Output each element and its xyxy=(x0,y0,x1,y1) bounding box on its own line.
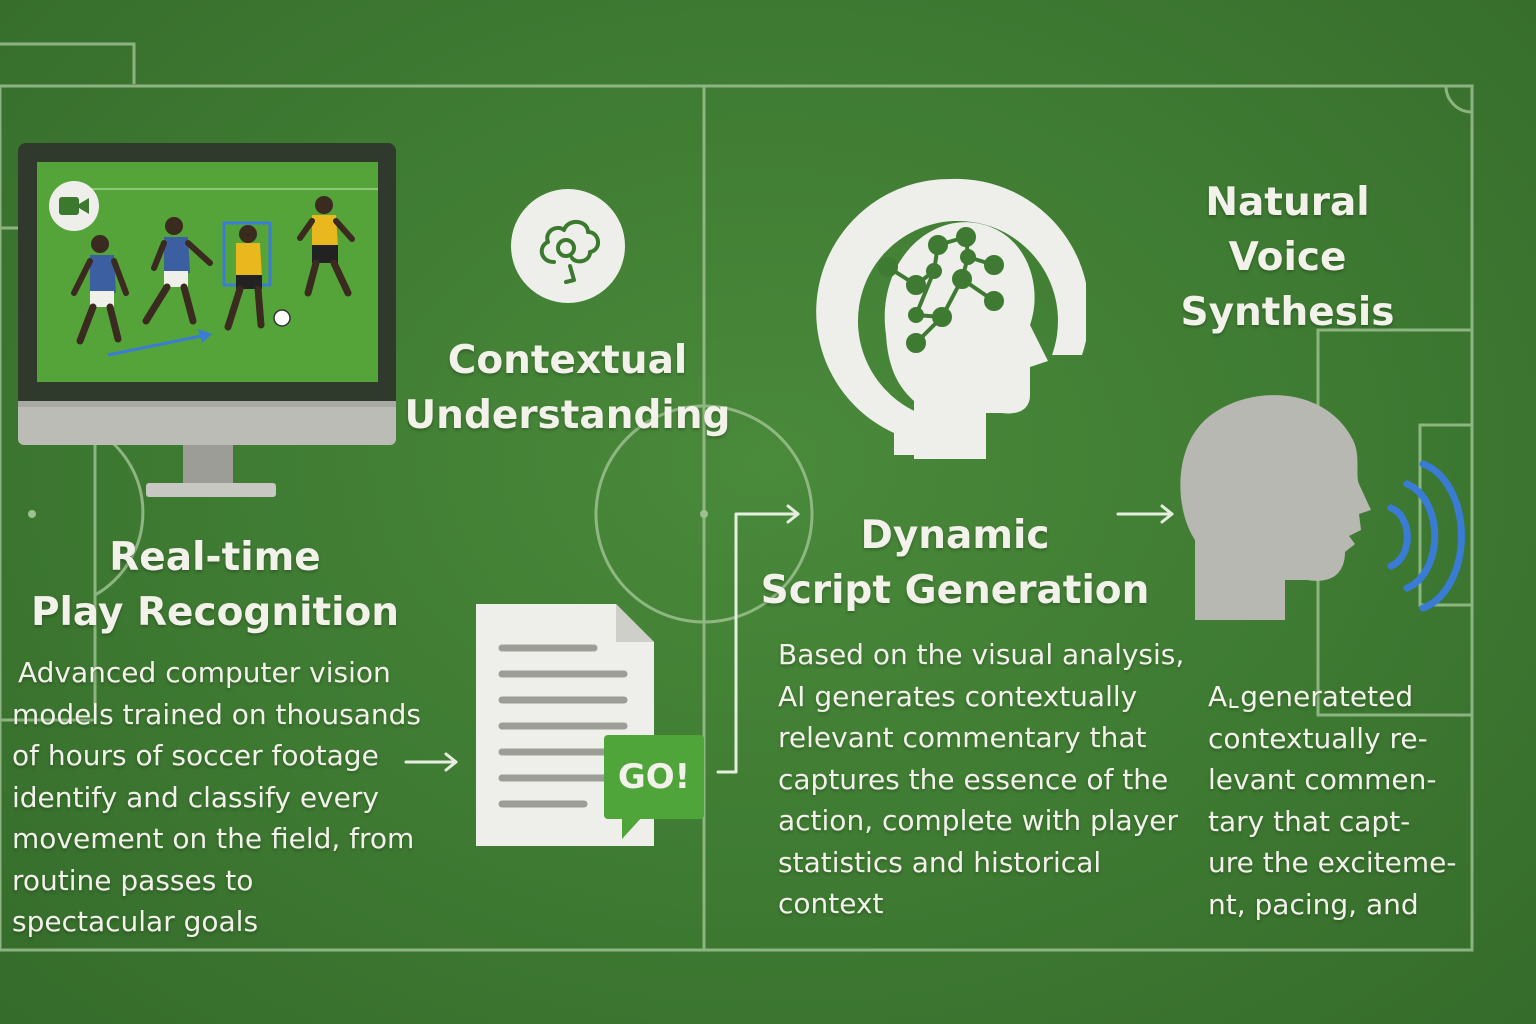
voice-title-line3: Synthesis xyxy=(1180,290,1395,335)
recognition-line: routine passes to xyxy=(12,863,254,897)
video-camera-icon xyxy=(49,181,99,231)
go-speech-bubble: GO! xyxy=(604,735,704,839)
script-description: Based on the visual analysis, AI generat… xyxy=(778,634,1198,925)
script-title-line1: Dynamic xyxy=(860,513,1050,558)
script-line: AI generates contextually xyxy=(778,679,1138,713)
script-line: action, complete with player xyxy=(778,804,1178,837)
recognition-title: Real-time Play Recognition xyxy=(20,530,410,640)
script-line: statistics and historical xyxy=(778,845,1102,879)
voice-line: contextually re- xyxy=(1208,721,1428,755)
voice-title-line1: Natural xyxy=(1205,180,1370,225)
recognition-description: Advanced computer vision models trained … xyxy=(12,652,422,943)
voice-description: A⌞generateted contextually re- levant co… xyxy=(1208,676,1508,925)
recognition-line: models trained on thousands xyxy=(12,697,421,731)
recognition-line: of hours of soccer footage xyxy=(12,739,379,772)
script-line: Based on the visual analysis, xyxy=(778,638,1185,671)
go-badge-text: GO! xyxy=(617,757,691,797)
voice-line: nt, pacing, and xyxy=(1208,887,1419,921)
brain-cloud-icon xyxy=(511,189,625,303)
voice-title: Natural Voice Synthesis xyxy=(1160,175,1415,340)
speaking-head-icon xyxy=(1180,395,1465,620)
voice-line: ure the excitemе- xyxy=(1208,846,1457,879)
recognition-line: movement on the field, from xyxy=(12,822,415,855)
recognition-line: Advanced computer vision xyxy=(18,656,391,689)
context-title: Contextual Understanding xyxy=(400,333,735,443)
recognition-title-line1: Real-time xyxy=(109,535,321,580)
voice-line: tary that capt- xyxy=(1208,804,1411,838)
recognition-line: spectacular goals xyxy=(12,905,259,938)
context-title-line2: Understanding xyxy=(404,393,731,438)
voice-line: A⌞generateted xyxy=(1208,680,1414,713)
voice-line: levant commen- xyxy=(1208,763,1437,796)
script-line: captures the essence of the xyxy=(778,762,1169,796)
ai-brain-network-icon xyxy=(816,178,1086,459)
voice-title-line2: Voice xyxy=(1228,235,1347,280)
script-title-line2: Script Generation xyxy=(760,568,1150,613)
script-title: Dynamic Script Generation xyxy=(760,508,1150,618)
script-line: context xyxy=(778,887,884,920)
script-line: relevant commentary that xyxy=(778,721,1147,754)
recognition-line: identify and classify every xyxy=(12,780,379,814)
context-title-line1: Contextual xyxy=(447,338,688,383)
recognition-title-line2: Play Recognition xyxy=(30,590,400,635)
